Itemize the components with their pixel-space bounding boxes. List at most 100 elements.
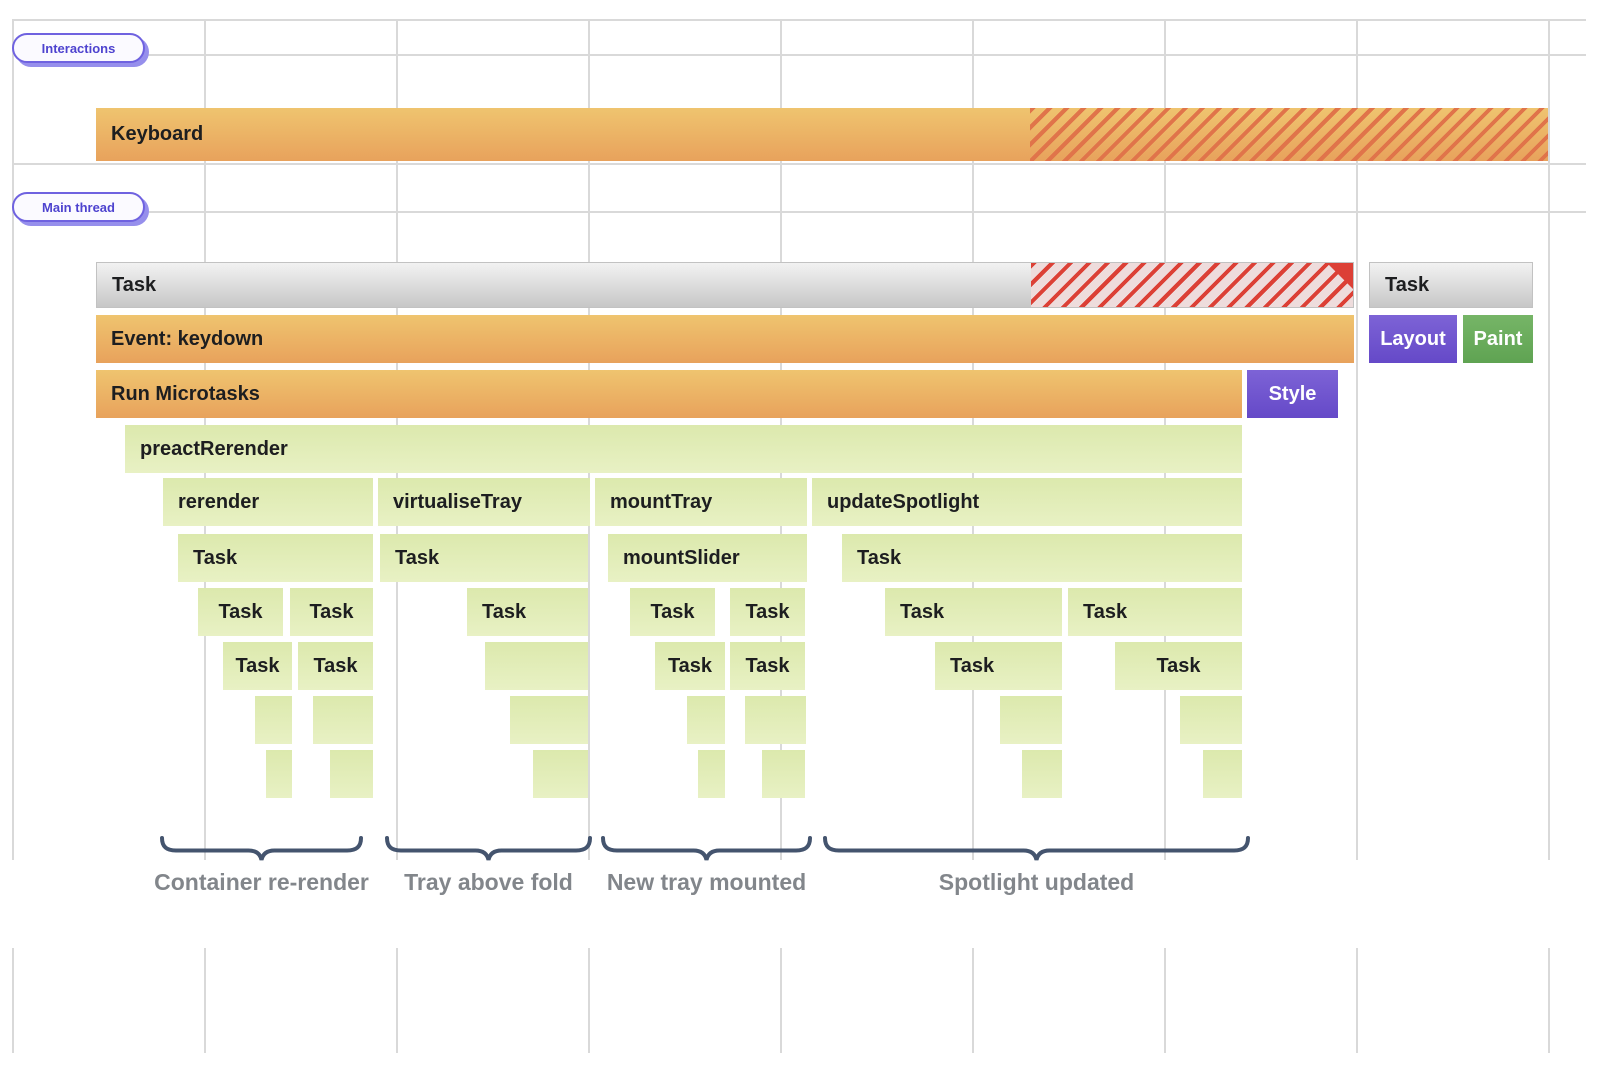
annotation-band: [0, 864, 1602, 944]
task-block[interactable]: Task: [380, 534, 588, 582]
bar-label: Task: [667, 654, 713, 677]
paint-bar[interactable]: Paint: [1463, 315, 1533, 363]
task-block[interactable]: Task: [1068, 588, 1242, 636]
bar-label: Task: [745, 654, 790, 677]
script-block[interactable]: [1022, 750, 1062, 798]
bar-label: Task: [112, 273, 157, 296]
section-label: New tray mounted: [606, 869, 807, 895]
mount-slider-bar[interactable]: mountSlider: [608, 534, 807, 582]
bar-label: Task: [309, 600, 354, 623]
bar-label: Task: [193, 546, 238, 569]
gridline-horizontal: [12, 19, 1586, 21]
annotation-brace: [601, 836, 812, 861]
bar-label: Event: keydown: [111, 327, 264, 350]
bar-label: Style: [1268, 382, 1317, 405]
run-microtasks-bar[interactable]: Run Microtasks: [96, 370, 1242, 418]
task-block[interactable]: Task: [630, 588, 715, 636]
task-block[interactable]: Task: [223, 642, 292, 690]
task-block[interactable]: Task: [298, 642, 373, 690]
bar-label: Task: [313, 654, 358, 677]
annotation-brace: [160, 836, 363, 861]
task-block[interactable]: Task: [730, 642, 805, 690]
preact-rerender-bar[interactable]: preactRerender: [125, 425, 1242, 473]
task-block[interactable]: Task: [885, 588, 1062, 636]
script-block[interactable]: [698, 750, 725, 798]
script-block[interactable]: [510, 696, 588, 744]
bar-label: Paint: [1473, 327, 1523, 350]
task-block[interactable]: Task: [178, 534, 373, 582]
bar-label: mountSlider: [623, 546, 740, 569]
script-block[interactable]: [266, 750, 292, 798]
task-block[interactable]: Task: [842, 534, 1242, 582]
section-label: Tray above fold: [404, 869, 573, 895]
gridline-vertical: [1164, 948, 1166, 1053]
bar-label: Task: [857, 546, 902, 569]
virtualise-tray-bar[interactable]: virtualiseTray: [378, 478, 590, 526]
bar-label: Task: [1385, 273, 1430, 296]
bar-label: Task: [650, 600, 695, 623]
rerender-bar[interactable]: rerender: [163, 478, 373, 526]
task-block[interactable]: Task: [935, 642, 1062, 690]
script-block[interactable]: [762, 750, 805, 798]
gridline-vertical: [1356, 19, 1358, 860]
keyboard-interaction-bar[interactable]: Keyboard: [96, 108, 1548, 161]
task-block[interactable]: Task: [655, 642, 725, 690]
style-bar[interactable]: Style: [1247, 370, 1338, 418]
update-spotlight-bar[interactable]: updateSpotlight: [812, 478, 1242, 526]
orange-hatch-overlay: [1030, 108, 1548, 161]
task-block[interactable]: Task: [198, 588, 283, 636]
event-keydown-bar[interactable]: Event: keydown: [96, 315, 1354, 363]
task-block[interactable]: Task: [730, 588, 805, 636]
task-detached-bar[interactable]: Task: [1369, 262, 1533, 308]
bar-label: Task: [1156, 654, 1201, 677]
red-hatch-overlay: [1031, 263, 1353, 307]
task-block[interactable]: Task: [290, 588, 373, 636]
bar-label: Task: [900, 600, 945, 623]
bar-label: Task: [482, 600, 527, 623]
script-block[interactable]: [1180, 696, 1242, 744]
gridline-vertical: [1356, 948, 1358, 1053]
gridline-horizontal: [12, 54, 1586, 56]
script-block[interactable]: [330, 750, 373, 798]
gridline-vertical: [1548, 948, 1550, 1053]
script-block[interactable]: [533, 750, 588, 798]
layout-bar[interactable]: Layout: [1369, 315, 1457, 363]
section-label: Spotlight updated: [938, 869, 1135, 895]
main-thread-track-pill[interactable]: Main thread: [12, 192, 145, 222]
long-task-corner-triangle: [1327, 263, 1353, 289]
task-main-bar[interactable]: Task: [96, 262, 1354, 308]
bar-label: Task: [235, 654, 280, 677]
script-block[interactable]: [313, 696, 373, 744]
interactions-track-label: Interactions: [41, 40, 116, 56]
bar-label: Task: [1083, 600, 1128, 623]
bar-label: Layout: [1380, 327, 1446, 350]
gridline-vertical: [396, 948, 398, 1053]
annotation-brace: [385, 836, 592, 861]
gridline-vertical: [780, 948, 782, 1053]
gridline-horizontal: [12, 211, 1586, 213]
script-block[interactable]: [485, 642, 588, 690]
bar-label: mountTray: [610, 490, 713, 513]
script-block[interactable]: [1000, 696, 1062, 744]
script-block[interactable]: [687, 696, 725, 744]
section-label: Container re-render: [154, 869, 369, 895]
annotation-brace: [823, 836, 1250, 861]
mount-tray-bar[interactable]: mountTray: [595, 478, 807, 526]
script-block[interactable]: [745, 696, 806, 744]
bar-label: Task: [745, 600, 790, 623]
bar-label: virtualiseTray: [393, 490, 522, 513]
gridline-vertical: [972, 948, 974, 1053]
bar-label: updateSpotlight: [827, 490, 980, 513]
gridline-vertical: [12, 19, 14, 860]
bar-label: Run Microtasks: [111, 382, 260, 405]
task-block[interactable]: Task: [467, 588, 588, 636]
task-block[interactable]: Task: [1115, 642, 1242, 690]
script-block[interactable]: [255, 696, 292, 744]
bar-label: Task: [950, 654, 995, 677]
interactions-track-pill[interactable]: Interactions: [12, 33, 145, 63]
gridline-horizontal: [12, 163, 1586, 165]
main-thread-track-label: Main thread: [42, 199, 115, 215]
bar-label: Task: [218, 600, 263, 623]
script-block[interactable]: [1203, 750, 1242, 798]
